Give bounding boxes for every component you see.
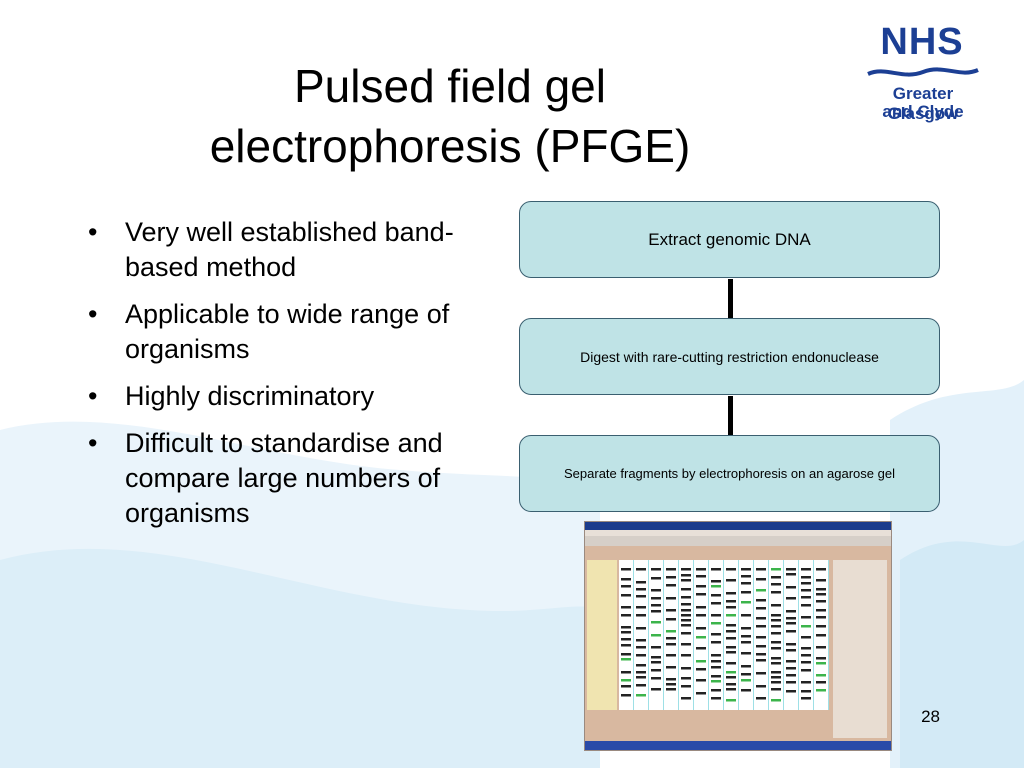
title-line-1: Pulsed field gel [294,60,606,112]
slide-title: Pulsed field gel electrophoresis (PFGE) [150,56,750,176]
bullet-item: Highly discriminatory [88,379,488,414]
flow-step-separate: Separate fragments by electrophoresis on… [519,435,940,512]
flow-step-extract: Extract genomic DNA [519,201,940,278]
flow-step-label: Separate fragments by electrophoresis on… [564,466,895,481]
screenshot-titlebar [585,522,891,530]
gel-software-screenshot [584,521,892,751]
flow-step-label: Extract genomic DNA [648,229,811,249]
screenshot-menubar [585,530,891,536]
flow-connector [728,279,733,319]
screenshot-side-panel [833,560,887,738]
screenshot-size-scale [587,560,617,710]
logo-line-2: and Clyde [882,102,964,121]
gel-bands-image [621,560,829,710]
logo-line-1: Greater Glasgow [887,84,959,123]
bullet-item: Very well established band-based method [88,215,488,285]
flow-step-label: Digest with rare-cutting restriction end… [580,348,879,365]
bullet-item: Applicable to wide range of organisms [88,297,488,367]
screenshot-toolbar [585,536,891,546]
slide-number: 28 [921,707,940,726]
title-line-2: electrophoresis (PFGE) [209,120,691,172]
flow-connector [728,396,733,436]
flow-step-digest: Digest with rare-cutting restriction end… [519,318,940,395]
nhs-mark: NHS [880,21,964,63]
bullet-list: Very well established band-based method … [88,215,488,543]
bullet-item: Difficult to standardise and compare lar… [88,426,488,531]
nhs-logo: NHS Greater Glasgow and Clyde [858,21,988,123]
screenshot-gel-image [619,560,829,710]
screenshot-taskbar [585,741,891,750]
logo-wave-icon [867,67,979,77]
